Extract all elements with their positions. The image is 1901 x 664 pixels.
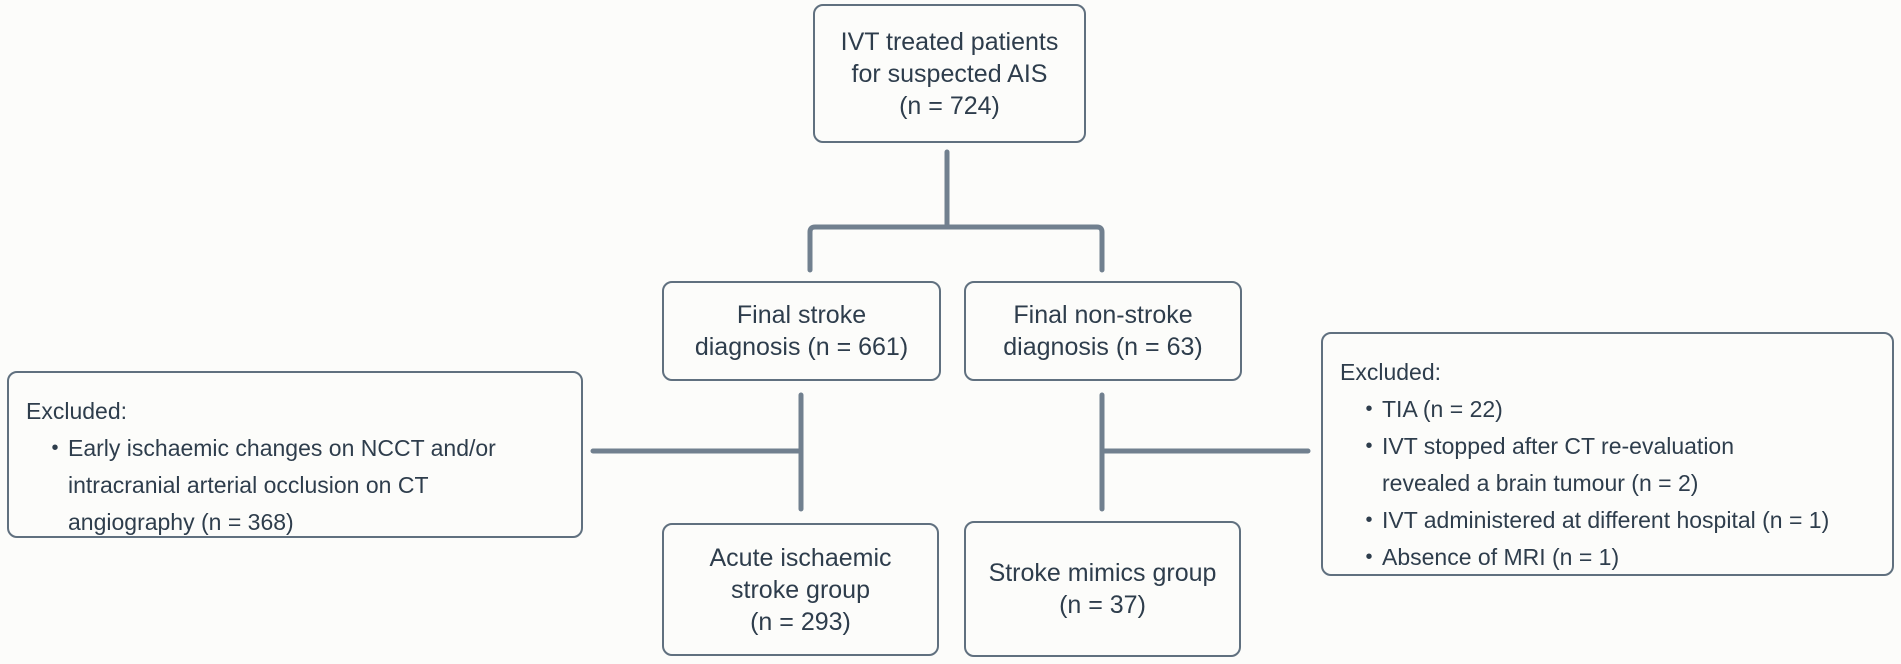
text-line: Final stroke xyxy=(736,301,867,329)
box-stroke-mimics-group: Stroke mimics group (n = 37) xyxy=(964,521,1241,657)
bullet-icon: • xyxy=(1365,435,1373,457)
text-line: diagnosis (n = 661) xyxy=(694,333,909,361)
list-item: • Early ischaemic changes on NCCT and/or… xyxy=(26,430,571,541)
text-line: (n = 293) xyxy=(750,607,851,636)
text-line: IVT treated patients xyxy=(840,27,1059,56)
text-line: Final non-stroke xyxy=(1013,301,1193,329)
box-final-stroke-diagnosis: Final stroke diagnosis (n = 661) xyxy=(662,281,941,381)
text-line: angiography (n = 368) xyxy=(68,509,294,535)
list-item: • TIA (n = 22) xyxy=(1340,391,1882,428)
connector-branch xyxy=(807,224,1105,273)
list-item-text: TIA (n = 22) xyxy=(1382,391,1882,428)
list-item-text: IVT administered at different hospital (… xyxy=(1382,502,1882,539)
text-line: for suspected AIS xyxy=(851,59,1048,88)
list-item: • Absence of MRI (n = 1) xyxy=(1340,539,1882,576)
text-line: Acute ischaemic xyxy=(709,543,892,572)
box-acute-ischaemic-stroke-group: Acute ischaemic stroke group (n = 293) xyxy=(662,523,939,656)
list-item-text: IVT stopped after CT re-evaluation revea… xyxy=(1382,428,1882,502)
bullet-icon: • xyxy=(51,437,59,459)
text-line: intracranial arterial occlusion on CT xyxy=(68,472,429,498)
text-line: (n = 37) xyxy=(1059,591,1146,619)
text-line: Early ischaemic changes on NCCT and/or xyxy=(68,435,496,461)
excluded-heading: Excluded: xyxy=(1340,359,1442,385)
list-item: • IVT stopped after CT re-evaluation rev… xyxy=(1340,428,1882,502)
text-line: IVT administered at different hospital (… xyxy=(1382,507,1830,533)
list-item-text: Absence of MRI (n = 1) xyxy=(1382,539,1882,576)
bullet-icon: • xyxy=(1365,546,1373,568)
excluded-list: • TIA (n = 22) • IVT stopped after CT re… xyxy=(1340,391,1882,576)
text-line: (n = 724) xyxy=(899,91,1000,120)
box-excluded-left: Excluded: • Early ischaemic changes on N… xyxy=(7,371,583,538)
list-item-text: Early ischaemic changes on NCCT and/or i… xyxy=(68,430,571,541)
text-line: IVT stopped after CT re-evaluation xyxy=(1382,433,1735,459)
text-line: diagnosis (n = 63) xyxy=(1003,333,1203,361)
list-item: • IVT administered at different hospital… xyxy=(1340,502,1882,539)
excluded-heading: Excluded: xyxy=(26,398,128,424)
bullet-icon: • xyxy=(1365,509,1373,531)
box-excluded-right: Excluded: • TIA (n = 22) • IVT stopped a… xyxy=(1321,332,1894,576)
excluded-list: • Early ischaemic changes on NCCT and/or… xyxy=(26,430,571,541)
text-line: Absence of MRI (n = 1) xyxy=(1382,544,1620,570)
bullet-icon: • xyxy=(1365,398,1373,420)
text-line: TIA (n = 22) xyxy=(1382,396,1503,422)
box-ivt-treated-patients: IVT treated patients for suspected AIS (… xyxy=(813,4,1086,143)
box-final-non-stroke-diagnosis: Final non-stroke diagnosis (n = 63) xyxy=(964,281,1242,381)
text-line: stroke group xyxy=(731,575,870,604)
text-line: revealed a brain tumour (n = 2) xyxy=(1382,470,1699,496)
text-line: Stroke mimics group xyxy=(988,559,1217,587)
